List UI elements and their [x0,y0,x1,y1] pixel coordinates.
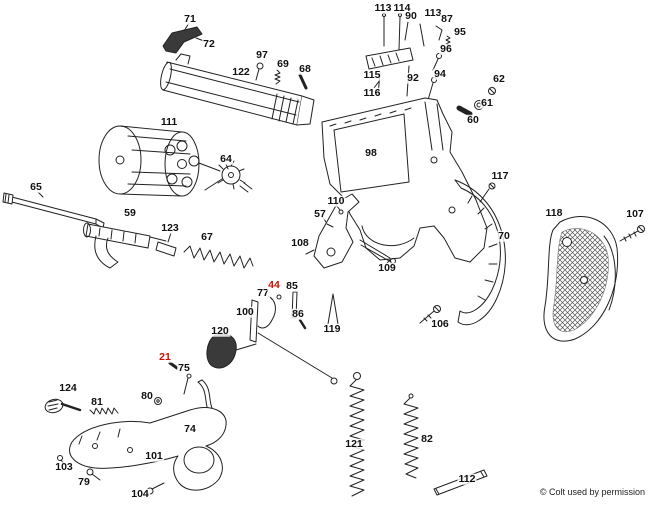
barrel-small-parts-drawing [255,62,308,90]
barrel-drawing [160,53,315,126]
flat-rod-drawing [433,469,488,496]
frame-drawing [321,97,488,263]
hammer-drawing [305,193,396,269]
sideplate-screw-drawing [419,305,441,324]
copyright-credit: © Colt used by permission [539,487,645,497]
cylinder-latch-drawing [44,398,119,415]
rear-sight-blade-drawing [162,22,205,54]
main-coil-spring-drawing [349,372,365,497]
ejector-rod-drawing [2,191,105,229]
trigger-parts-drawing [206,291,307,369]
ejector-spring-drawing [183,245,254,269]
guide-rod-drawing [257,332,338,385]
grip-panel-drawing [543,216,619,342]
frame-screw-drawing [479,182,496,203]
hammer-spring-drawing [327,293,339,325]
extractor-drawing [204,160,253,193]
secondary-spring-drawing [403,393,419,479]
trigger-guard-drawing [69,407,227,491]
grip-screw-drawing [619,225,645,242]
crane-lock-parts-drawing [456,87,496,118]
rear-sight-assembly-drawing [365,47,414,97]
grip-frame-backstrap-drawing [454,179,506,326]
cylinder-drawing [98,125,221,197]
crane-drawing [83,222,177,269]
